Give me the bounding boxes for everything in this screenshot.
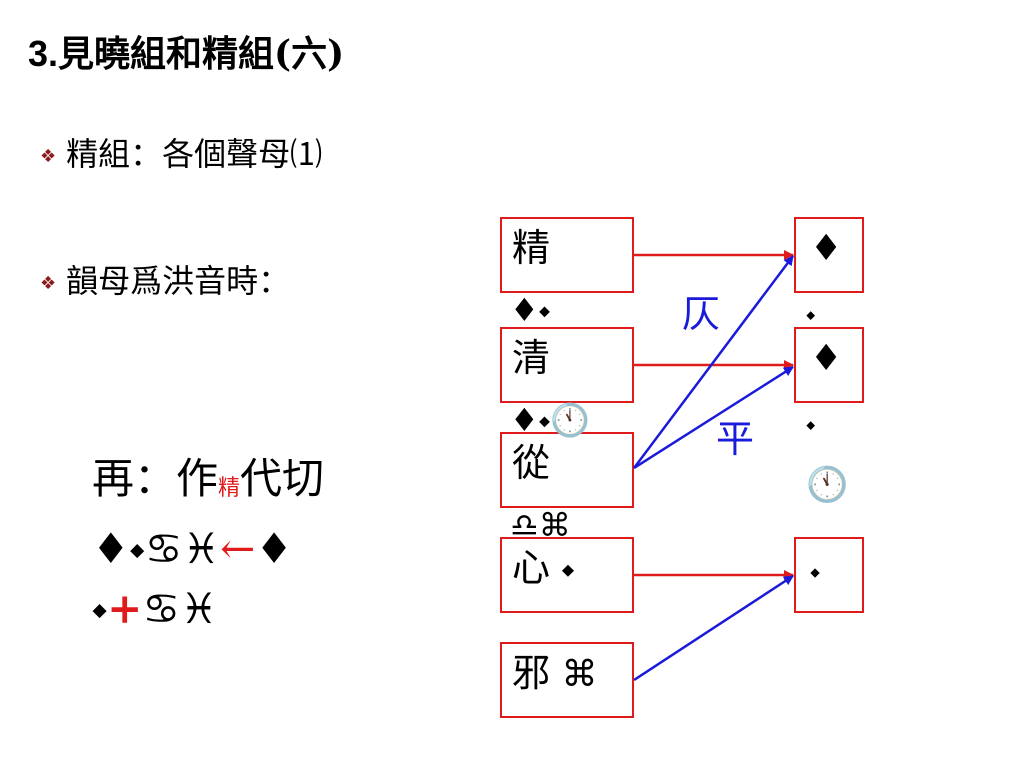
formula-line3-right: ♋♓ [142, 584, 218, 633]
formula-plus: + [107, 584, 143, 633]
initial-box-xie-sym: ⌘ [550, 654, 598, 695]
initial-box-xie-text: 邪 ⌘ [512, 652, 597, 695]
formula-suffix: 代切 [240, 454, 325, 503]
initial-box-cong: 從 [500, 432, 634, 508]
initial-box-xin-text: 心 ⬩ [512, 547, 574, 590]
page-title: 3.見曉組和精組(六) [28, 33, 345, 75]
initial-box-xin-sym: ⬩ [550, 549, 575, 590]
title-number: 3. [28, 33, 59, 74]
target-box-3-sym: ⬩ [810, 555, 821, 588]
target-box-3: ⬩ [794, 537, 864, 613]
left-symbols-2: ♦⬩🕚 [510, 401, 591, 439]
right-symbols-3: 🕚 [806, 465, 849, 505]
target-box-1-sym: ♦ [810, 228, 843, 269]
bullet-text-2: 韻母爲洪音時： [66, 262, 291, 300]
target-box-2-sym: ♦ [810, 338, 843, 379]
initial-box-qing-char: 清 [512, 336, 551, 380]
formula-right-symbols: ♦ [255, 524, 293, 573]
initial-box-jing-char: 精 [512, 226, 551, 270]
bullet-item-2: ❖ 韻母爲洪音時： [40, 265, 290, 297]
bullet-text-1: 精組：各個聲母⑴ [66, 135, 323, 173]
initial-box-cong-char: 從 [512, 441, 551, 485]
left-symbols-1: ♦⬩ [510, 291, 551, 329]
formula-prefix: 再：作 [92, 454, 219, 503]
formula-arrow: ← [220, 524, 256, 573]
formula-line-3: ⬩+♋♓ [92, 588, 218, 630]
title-text: 見曉組和精組(六) [58, 33, 345, 75]
diamond-bullet-icon: ❖ [40, 145, 57, 167]
initial-box-qing: 清 [500, 327, 634, 403]
arrow-xie-to-3 [633, 574, 794, 682]
initial-box-xie: 邪 ⌘ [500, 642, 634, 718]
formula-line-1: 再：作精代切 [92, 458, 324, 500]
formula-line-2: ♦⬩♋♓←♦ [92, 528, 293, 570]
left-symbols-3: ♎⌘ [510, 506, 571, 544]
initial-box-jing: 精 [500, 217, 634, 293]
arrow-cong-ze [633, 255, 794, 469]
arrow-cong-ping [633, 365, 794, 470]
initial-box-xie-char: 邪 [512, 651, 551, 695]
initial-box-xin: 心 ⬩ [500, 537, 634, 613]
formula-line3-left: ⬩ [92, 584, 108, 633]
tone-label-ze: 仄 [682, 292, 721, 336]
right-symbols-1: ⬩ [806, 300, 816, 330]
formula-left-symbols: ♦⬩♋♓ [92, 524, 221, 573]
initial-box-xin-char: 心 [512, 546, 551, 590]
right-symbols-2: ⬩ [806, 410, 816, 440]
target-box-2: ♦ [794, 327, 864, 403]
target-box-1: ♦ [794, 217, 864, 293]
bullet-item-1: ❖ 精組：各個聲母⑴ [40, 138, 322, 170]
tone-label-ping: 平 [716, 417, 755, 461]
formula-small-char: 精 [218, 476, 241, 501]
diamond-bullet-icon: ❖ [40, 272, 57, 294]
